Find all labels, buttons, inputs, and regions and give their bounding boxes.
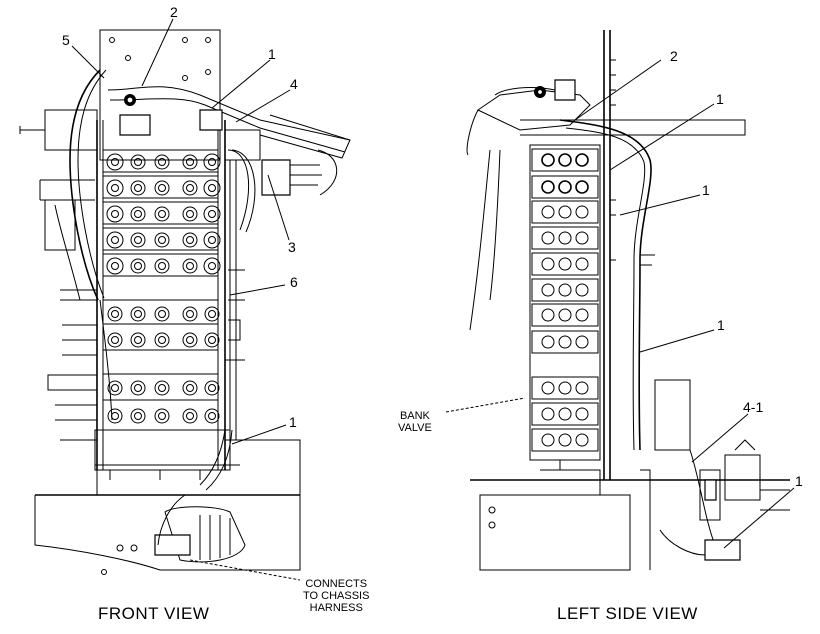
callout-1-side-c: 1 — [717, 317, 725, 333]
side-valve-bank — [529, 144, 601, 461]
callout-1-side-a: 1 — [716, 91, 724, 107]
bank-valve-label: BANK VALVE — [398, 410, 432, 435]
callout-4-front: 4 — [290, 76, 298, 92]
front-view-caption: FRONT VIEW — [98, 604, 210, 623]
front-valve-rows — [103, 149, 221, 431]
callout-4-1-side: 4-1 — [743, 399, 764, 415]
callout-1-side-b: 1 — [702, 182, 710, 198]
callout-5-front: 5 — [62, 32, 70, 48]
left-side-view-drawing — [445, 30, 795, 571]
front-view-drawing — [19, 18, 351, 581]
callout-1-front-bottom: 1 — [289, 414, 297, 430]
callout-6-front: 6 — [290, 274, 298, 290]
connects-chassis-label: CONNECTS TO CHASSIS HARNESS — [303, 578, 370, 615]
left-side-view-caption: LEFT SIDE VIEW — [557, 604, 698, 623]
callout-2-side: 2 — [670, 48, 678, 64]
callout-1-front-top: 1 — [268, 46, 276, 62]
callout-1-side-d: 1 — [795, 473, 803, 489]
callout-3-front: 3 — [288, 239, 296, 255]
callout-2-front: 2 — [170, 4, 178, 20]
